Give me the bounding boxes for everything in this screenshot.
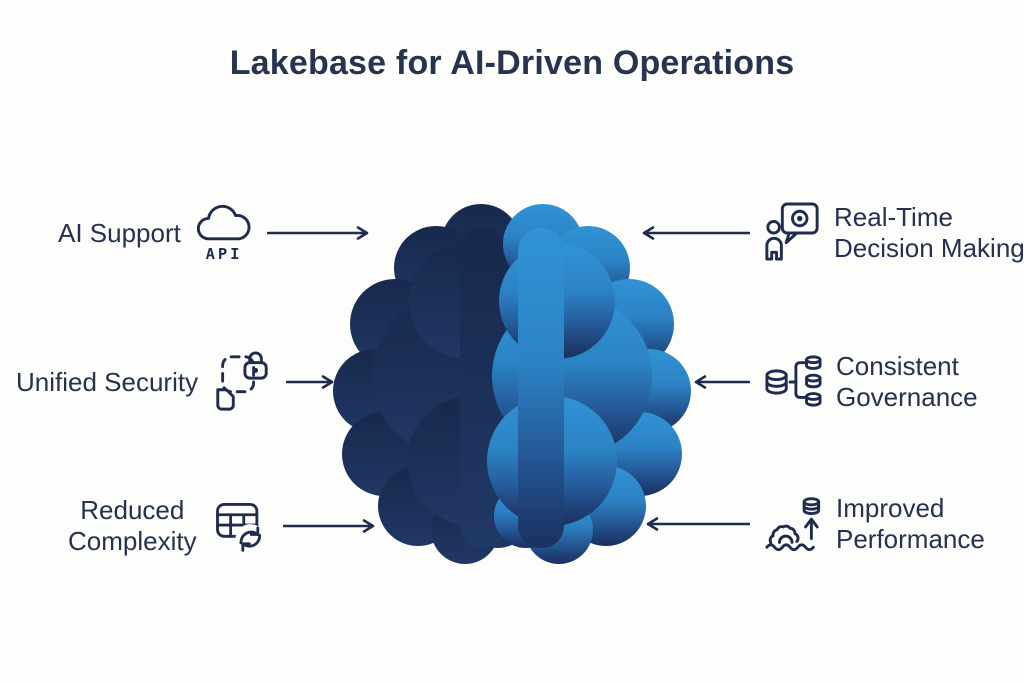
page-title: Lakebase for AI-Driven Operations	[229, 44, 795, 82]
feature-ai-support: AI Support API	[58, 195, 369, 271]
arrow-left-icon	[642, 226, 750, 240]
database-branch-icon	[765, 355, 822, 407]
arrow-left-icon	[646, 517, 750, 531]
feature-label: AI Support	[58, 217, 181, 248]
feature-improved-performance: Improved Performance	[646, 486, 985, 562]
arrow-right-icon	[286, 375, 334, 389]
feature-label: Unified Security	[16, 366, 199, 397]
gear-waves-growth-icon	[765, 497, 821, 552]
arrow-right-icon	[282, 519, 374, 533]
feature-label: Improved Performance	[836, 493, 985, 554]
feature-label: Real-Time Decision Making	[834, 202, 1024, 263]
arrow-right-icon	[266, 226, 369, 240]
cloud-api-icon: API	[196, 204, 251, 263]
arrow-left-icon	[694, 375, 750, 389]
table-sync-icon	[215, 503, 265, 555]
file-lock-icon	[216, 351, 268, 411]
person-speech-bubble-icon	[765, 202, 819, 261]
feature-consistent-governance: Consistent Governance	[694, 344, 978, 420]
feature-label: Consistent Governance	[836, 351, 978, 412]
feature-label: Reduced Complexity	[68, 495, 197, 556]
feature-reduced-complexity: Reduced Complexity	[68, 488, 375, 564]
feature-real-time-decision-making: Real-Time Decision Making	[642, 195, 1024, 271]
api-icon-text: API	[206, 245, 243, 263]
feature-unified-security: Unified Security	[16, 344, 334, 420]
brain-graphic	[333, 204, 691, 564]
